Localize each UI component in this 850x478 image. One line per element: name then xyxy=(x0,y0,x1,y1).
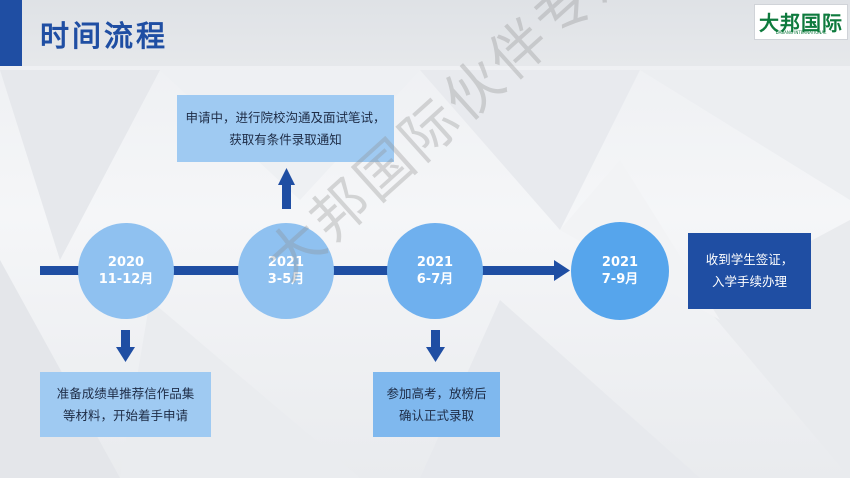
timeline-segment xyxy=(480,266,556,275)
timeline-arrowhead xyxy=(554,260,570,281)
header-accent xyxy=(0,0,22,66)
note-top: 申请中，进行院校沟通及面试笔试， 获取有条件录取通知 xyxy=(177,95,394,162)
timeline-segment xyxy=(165,266,247,275)
node-period: 11-12月 xyxy=(98,272,154,287)
note-line: 确认正式录取 xyxy=(398,407,474,423)
node-year: 2021 xyxy=(416,255,454,270)
timeline-node-3: 2021 6-7月 xyxy=(387,223,483,319)
note-line: 参加高考，放榜后 xyxy=(386,385,487,401)
node-year: 2020 xyxy=(107,255,145,270)
note-right: 收到学生签证， 入学手续办理 xyxy=(688,233,811,309)
node-year: 2021 xyxy=(267,255,305,270)
up-arrow-shaft xyxy=(282,184,291,209)
down-arrow-head xyxy=(426,347,445,362)
node-period: 7-9月 xyxy=(601,272,639,287)
timeline-segment xyxy=(40,266,90,275)
note-line: 收到学生签证， xyxy=(705,252,794,267)
down-arrow-shaft xyxy=(121,330,130,348)
timeline-node-1: 2020 11-12月 xyxy=(78,223,174,319)
timeline-segment xyxy=(330,266,395,275)
node-period: 6-7月 xyxy=(416,272,454,287)
page-title: 时间流程 xyxy=(40,19,169,53)
up-arrow-head xyxy=(278,168,295,185)
note-line: 等材料，开始着手申请 xyxy=(62,407,188,423)
note-line: 入学手续办理 xyxy=(711,274,787,289)
note-line: 申请中，进行院校沟通及面试笔试， xyxy=(185,109,386,125)
timeline-node-2: 2021 3-5月 xyxy=(238,223,334,319)
down-arrow-shaft xyxy=(431,330,440,348)
header-bar: 时间流程 大邦国际 DABANG INTERNATIONAL xyxy=(0,0,850,66)
timeline-node-4: 2021 7-9月 xyxy=(571,222,669,320)
note-bottom-left: 准备成绩单推荐信作品集 等材料，开始着手申请 xyxy=(40,372,211,437)
brand-logo: 大邦国际 DABANG INTERNATIONAL xyxy=(754,4,848,40)
note-bottom-middle: 参加高考，放榜后 确认正式录取 xyxy=(373,372,500,437)
logo-subtitle: DABANG INTERNATIONAL xyxy=(775,30,827,35)
node-year: 2021 xyxy=(601,255,639,270)
logo-text: 大邦国际 xyxy=(759,11,843,35)
down-arrow-head xyxy=(116,347,135,362)
note-line: 获取有条件录取通知 xyxy=(229,131,342,147)
note-line: 准备成绩单推荐信作品集 xyxy=(56,385,195,401)
node-period: 3-5月 xyxy=(267,272,305,287)
